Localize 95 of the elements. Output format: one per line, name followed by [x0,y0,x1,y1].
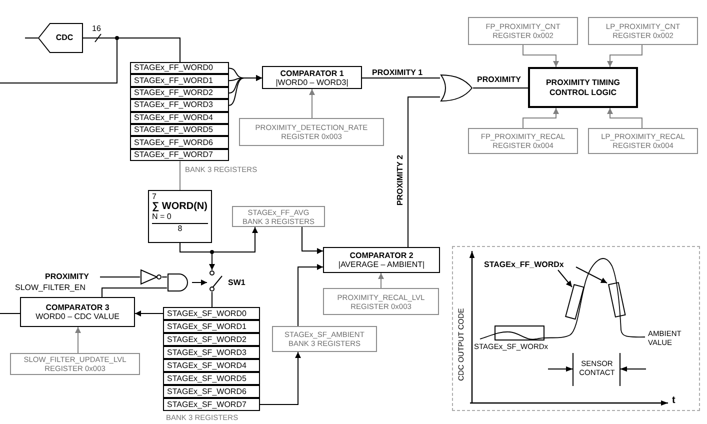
edge-label: 16 [91,24,102,33]
register-name: STAGEx_SF_WORD6 [167,388,246,396]
formula-text: 8 [176,224,184,234]
register-row [163,320,260,333]
register-name: STAGEx_SF_WORD5 [167,374,246,382]
signal-label: STAGEx_FF_WORDx [484,259,576,270]
formula-text: ∑ WORD(N) [152,202,208,212]
register-row [130,124,229,136]
register-box [232,206,325,227]
register-box [272,326,377,352]
logic-block [528,67,638,108]
edge-label: PROXIMITY 2 [396,154,404,206]
switch-symbol [207,270,224,292]
block-detail: |AVERAGE – AMBIENT| [338,260,425,269]
arrow [75,326,81,354]
arrow [522,108,559,128]
register-row [163,307,260,320]
register-row [130,112,229,124]
block-detail: WORD0 – CDC VALUE [36,312,120,321]
register-name: STAGEx_FF_WORD6 [134,138,213,147]
leader-arrow [576,266,608,284]
arrow [298,264,324,326]
register-row [130,86,229,100]
edge-label: PROXIMITY [476,75,522,84]
register-name: STAGEx_SF_WORD7 [167,400,246,408]
arrow [260,352,301,405]
arrow [302,226,324,254]
register-row [130,99,229,112]
block-detail: |WORD0 – WORD3| [276,78,348,86]
register-box [588,17,698,45]
register-name: STAGEx_SF_WORD1 [167,322,246,330]
register-row [130,136,229,149]
block-title: PROXIMITY TIMING CONTROL LOGIC [544,78,622,98]
register-box [239,118,384,146]
connector-line [100,276,140,278]
comparator-block [20,297,135,327]
or-gate [440,74,473,102]
register-name: STAGEx_SF_WORD0 [167,310,246,318]
switch-label: SW1 [228,279,246,287]
register-name: STAGEx_FF_WORD3 [134,101,213,110]
arrow [192,280,208,286]
register-row [163,398,260,411]
block-title: CDC [56,32,74,44]
register-name: STAGEx_SF_WORD4 [167,362,246,370]
cdc-block [38,23,83,53]
register-name: STAGEx_FF_WORD5 [134,126,213,134]
sample-window [608,282,626,318]
arrow [134,310,164,316]
register-name: STAGEx_FF_WORD0 [134,64,213,72]
connector-line [0,38,118,84]
register-box [323,288,439,315]
register-row [163,385,260,398]
register-row [163,372,260,385]
register-name: STAGEx_SF_WORD3 [167,348,246,356]
arrow [228,75,262,106]
register-row [163,346,260,359]
connector-line [162,276,168,278]
edge-label: SLOW_FILTER_EN [14,283,87,292]
comparator-block [262,66,362,89]
arrow [378,272,384,288]
register-name: STAGEx_FF_WORD1 [134,76,213,85]
arrow [180,242,215,270]
leader-arrow [558,270,572,288]
axis-label: t [672,396,676,406]
register-box [468,128,578,154]
register-name: STAGEx_FF_WORD4 [134,114,213,122]
formula-text: 7 [152,192,158,202]
block-title: COMPARATOR 1 [280,68,344,78]
average-block [148,190,212,243]
arrow [607,44,642,68]
block-title: COMPARATOR 3 [46,303,110,312]
register-row [130,62,229,74]
register-row [163,359,260,372]
arrow [607,108,642,128]
formula-text: N = 0 [152,212,208,224]
register-box [588,128,698,154]
connector-line [0,313,20,314]
inverter-gate [140,269,162,285]
register-row [130,148,229,162]
edge-label: PROXIMITY 1 [371,68,424,77]
register-box [10,353,140,375]
arrow [309,88,315,118]
sample-window [565,284,585,320]
connector-line [408,96,440,248]
register-name: STAGEx_SF_WORD2 [167,336,246,344]
register-name: STAGEx_FF_WORD7 [134,150,213,159]
register-row [163,333,260,346]
arrow [522,44,559,68]
signal-label: PROXIMITY [45,271,100,282]
register-row [130,74,229,87]
block-title: COMPARATOR 2 [350,251,414,260]
connector-line [102,288,168,298]
register-box [468,17,578,45]
comparator-block [323,247,440,273]
register-name: STAGEx_FF_WORD2 [134,88,213,97]
